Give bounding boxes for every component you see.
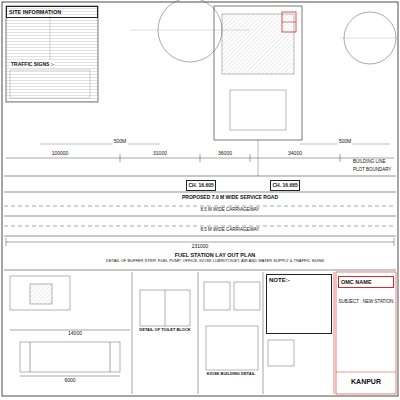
title-block-text: SUBJECT : NEW STATION: [337, 300, 395, 305]
dimension: 14000: [67, 331, 83, 337]
node-text: NOTE:-: [269, 277, 329, 284]
road-label: 8.5 M WIDE CARRIAGEWAY: [200, 208, 261, 213]
notes-panel: NOTE:-: [266, 274, 332, 334]
dimension: 34000: [287, 151, 303, 157]
road-label: 8.5 M WIDE CARRIAGEWAY: [200, 228, 261, 233]
dimension: 6000: [63, 378, 76, 384]
chainage-box: CH. 16.665: [270, 180, 300, 191]
table-heading: TRAFFIC SIGNS :-: [10, 62, 55, 68]
boundary-label: BUILDING LINE: [352, 160, 387, 165]
dimension: 36000: [217, 151, 233, 157]
detail-title: DETAIL OF TOILET BLOCK: [136, 328, 194, 332]
drawing-subtitle: DETAIL OF BUFFER STRIP, FUEL PUMP, OFFIC…: [89, 259, 341, 263]
boundary-label: PLOT BOUNDARY: [352, 168, 392, 173]
site-info-table: SITE INFORMATION: [6, 6, 98, 18]
title-block-cell: OMC NAME: [338, 276, 394, 288]
dimension: 500M: [338, 139, 353, 145]
drawing-title: FUEL STATION LAY OUT PLAN: [174, 252, 257, 258]
dimension: 31000: [152, 151, 168, 157]
node-text: SITE INFORMATION: [9, 9, 95, 15]
road-label: PROPOSED 7.0 M WIDE SERVICE ROAD: [181, 195, 279, 201]
node-text: OMC NAME: [341, 279, 391, 285]
dimension: 231000: [191, 244, 210, 250]
dimension: 500M: [113, 139, 128, 145]
chainage-box: CH. 16.605: [186, 180, 216, 191]
node-text: CH. 16.605: [189, 183, 214, 189]
detail-title: KIOSK BUILDING DETAIL: [202, 372, 260, 376]
dimension: 100000: [51, 151, 70, 157]
title-block-text: KANPUR: [350, 378, 382, 386]
node-text: CH. 16.665: [273, 183, 298, 189]
